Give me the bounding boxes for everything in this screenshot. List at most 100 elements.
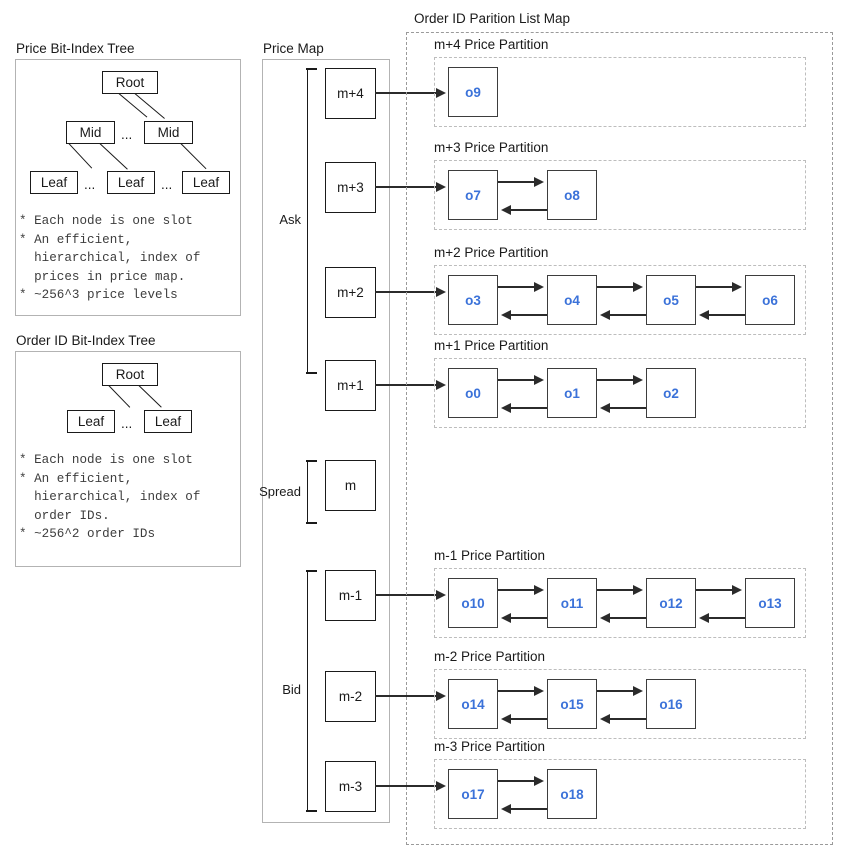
link-m-3-arrowhead — [436, 780, 446, 791]
price-map-cell-m-2[interactable]: m-2 — [325, 671, 376, 722]
order-link-o6-o5-backward-arrowhead — [699, 309, 709, 320]
price-map-panel: Ask Spread Bid m+4 m+3 m+2 m+1 m m-1 m-2… — [259, 59, 390, 823]
order-node-o5[interactable]: o5 — [646, 275, 696, 325]
order-link-o16-o15-backward — [610, 718, 646, 720]
price-bit-index-tree-title: Price Bit-Index Tree — [16, 41, 135, 56]
order-link-o1-o2-forward — [597, 379, 635, 381]
ask-range-bracket — [306, 68, 318, 374]
link-m-1-to-partition — [375, 594, 439, 596]
price-map-cell-m+2[interactable]: m+2 — [325, 267, 376, 318]
order-tree-edge-root-leaf2 — [137, 384, 162, 408]
order-node-o14[interactable]: o14 — [448, 679, 498, 729]
tree-edge-midleft-leaf2 — [99, 143, 128, 170]
partition-box-m+2 — [434, 265, 806, 335]
order-node-o1[interactable]: o1 — [547, 368, 597, 418]
order-node-o8[interactable]: o8 — [547, 170, 597, 220]
order-link-o16-o15-backward-arrowhead — [600, 713, 610, 724]
bid-bracket-label: Bid — [282, 682, 301, 697]
partition-label-m-1: m-1 Price Partition — [434, 548, 546, 563]
order-link-o6-o5-backward — [709, 314, 745, 316]
tree-node-mid-left: Mid — [66, 121, 115, 144]
order-link-o18-o17-backward — [511, 808, 547, 810]
order-node-o9[interactable]: o9 — [448, 67, 498, 117]
order-node-o13[interactable]: o13 — [745, 578, 795, 628]
order-link-o1-o0-backward — [511, 407, 547, 409]
partition-box-m-3 — [434, 759, 806, 829]
link-m+2-to-partition — [375, 291, 439, 293]
link-m-1-arrowhead — [436, 589, 446, 600]
order-node-o15[interactable]: o15 — [547, 679, 597, 729]
order-id-bit-index-tree-title: Order ID Bit-Index Tree — [16, 333, 156, 348]
order-id-bit-index-tree-panel: Root Leaf ... Leaf * Each node is one sl… — [15, 351, 241, 567]
order-node-o12[interactable]: o12 — [646, 578, 696, 628]
order-node-o6[interactable]: o6 — [745, 275, 795, 325]
order-link-o10-o11-forward-arrowhead — [534, 584, 544, 595]
link-m+3-arrowhead — [436, 181, 446, 192]
link-m-3-to-partition — [375, 785, 439, 787]
order-link-o8-o7-backward-arrowhead — [501, 204, 511, 215]
order-link-o7-o8-forward — [498, 181, 536, 183]
price-map-cell-m-1[interactable]: m-1 — [325, 570, 376, 621]
tree-edge-midleft-leaf1 — [68, 143, 93, 169]
order-link-o4-o3-backward — [511, 314, 547, 316]
partition-label-m+1: m+1 Price Partition — [434, 338, 549, 353]
order-tree-notes: * Each node is one slot * An efficient, … — [19, 453, 201, 542]
order-link-o2-o1-backward-arrowhead — [600, 402, 610, 413]
order-link-o12-o13-forward — [696, 589, 734, 591]
partition-box-m+4 — [434, 57, 806, 127]
order-link-o3-o4-forward-arrowhead — [534, 281, 544, 292]
order-node-o4[interactable]: o4 — [547, 275, 597, 325]
order-link-o4-o3-backward-arrowhead — [501, 309, 511, 320]
price-map-cell-m+1[interactable]: m+1 — [325, 360, 376, 411]
order-tree-node-root: Root — [102, 363, 158, 386]
link-m+2-arrowhead — [436, 286, 446, 297]
tree-node-leaf-2: Leaf — [107, 171, 155, 194]
partition-label-m+3: m+3 Price Partition — [434, 140, 549, 155]
order-node-o16[interactable]: o16 — [646, 679, 696, 729]
order-node-o17[interactable]: o17 — [448, 769, 498, 819]
order-link-o15-o16-forward-arrowhead — [633, 685, 643, 696]
order-link-o1-o2-forward-arrowhead — [633, 374, 643, 385]
order-link-o1-o0-backward-arrowhead — [501, 402, 511, 413]
order-link-o13-o12-backward — [709, 617, 745, 619]
order-link-o5-o4-backward-arrowhead — [600, 309, 610, 320]
order-link-o13-o12-backward-arrowhead — [699, 612, 709, 623]
order-link-o7-o8-forward-arrowhead — [534, 176, 544, 187]
price-map-cell-m-3[interactable]: m-3 — [325, 761, 376, 812]
order-tree-node-leaf-2: Leaf — [144, 410, 192, 433]
partition-box-m+3 — [434, 160, 806, 230]
order-node-o0[interactable]: o0 — [448, 368, 498, 418]
tree-ellipsis-leaf-1: ... — [84, 177, 96, 192]
order-link-o11-o10-backward — [511, 617, 547, 619]
partition-label-m+2: m+2 Price Partition — [434, 245, 549, 260]
order-link-o11-o10-backward-arrowhead — [501, 612, 511, 623]
price-map-cell-m[interactable]: m — [325, 460, 376, 511]
link-m+1-arrowhead — [436, 379, 446, 390]
tree-node-mid-right: Mid — [144, 121, 193, 144]
order-node-o11[interactable]: o11 — [547, 578, 597, 628]
order-node-o3[interactable]: o3 — [448, 275, 498, 325]
order-node-o10[interactable]: o10 — [448, 578, 498, 628]
link-m-2-arrowhead — [436, 690, 446, 701]
partition-box-m-2 — [434, 669, 806, 739]
order-id-partition-list-map-container — [406, 32, 833, 845]
order-tree-ellipsis-leaf: ... — [121, 416, 133, 431]
order-tree-node-leaf-1: Leaf — [67, 410, 115, 433]
price-tree-notes: * Each node is one slot * An efficient, … — [19, 214, 201, 303]
price-map-cell-m+4[interactable]: m+4 — [325, 68, 376, 119]
price-map-cell-m+3[interactable]: m+3 — [325, 162, 376, 213]
partition-label-m+4: m+4 Price Partition — [434, 37, 549, 52]
order-node-o2[interactable]: o2 — [646, 368, 696, 418]
order-link-o12-o13-forward-arrowhead — [732, 584, 742, 595]
ask-bracket-label: Ask — [279, 212, 301, 227]
order-link-o5-o6-forward — [696, 286, 734, 288]
order-node-o18[interactable]: o18 — [547, 769, 597, 819]
order-link-o15-o14-backward — [511, 718, 547, 720]
tree-edge-root-mid-right-a — [134, 93, 165, 119]
order-link-o12-o11-backward — [610, 617, 646, 619]
tree-edge-midright-leaf3 — [180, 143, 207, 170]
order-node-o7[interactable]: o7 — [448, 170, 498, 220]
spread-range-bracket — [306, 460, 318, 524]
order-link-o5-o6-forward-arrowhead — [732, 281, 742, 292]
tree-ellipsis-leaf-2: ... — [161, 177, 173, 192]
